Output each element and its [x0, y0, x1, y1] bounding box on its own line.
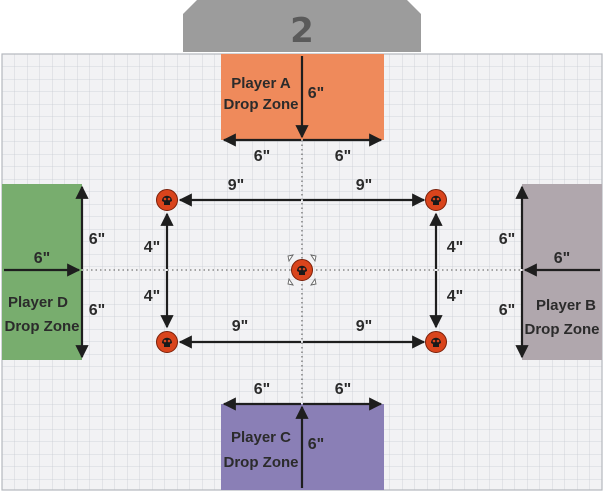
- mission-number: 2: [290, 11, 314, 51]
- left-bottom-4in-label: 4": [144, 288, 160, 305]
- objective-center-skull-icon: [287, 254, 317, 286]
- zone-a-line2: Drop Zone: [224, 96, 299, 113]
- zone-c-half-left-label: 6": [254, 381, 270, 398]
- zone-d-depth-label: 6": [34, 250, 50, 267]
- bottom-left-9in-label: 9": [232, 318, 248, 335]
- zone-b-half-bottom-label: 6": [499, 302, 515, 319]
- zone-b-half-top-label: 6": [499, 231, 515, 248]
- right-top-4in-label: 4": [447, 239, 463, 256]
- objective-bottom-right-skull-icon: [425, 331, 447, 353]
- zone-d-line2: Drop Zone: [5, 318, 80, 335]
- zone-c-depth-label: 6": [308, 436, 324, 453]
- objective-bottom-left-skull-icon: [156, 331, 178, 353]
- zone-a-half-left-label: 6": [254, 148, 270, 165]
- zone-d-line1: Player D: [8, 294, 68, 311]
- bottom-right-9in-label: 9": [356, 318, 372, 335]
- zone-d-half-bottom-label: 6": [89, 302, 105, 319]
- zone-b-line1: Player B: [536, 297, 596, 314]
- objective-top-left-skull-icon: [156, 189, 178, 211]
- zone-a-half-right-label: 6": [335, 148, 351, 165]
- zone-c-half-right-label: 6": [335, 381, 351, 398]
- left-top-4in-label: 4": [144, 239, 160, 256]
- zone-d-half-top-label: 6": [89, 231, 105, 248]
- top-right-9in-label: 9": [356, 177, 372, 194]
- top-left-9in-label: 9": [228, 177, 244, 194]
- zone-a-depth-label: 6": [308, 85, 324, 102]
- zone-a-line1: Player A: [231, 75, 291, 92]
- zone-b-line2: Drop Zone: [525, 321, 600, 338]
- zone-c-line1: Player C: [231, 429, 291, 446]
- zone-c-line2: Drop Zone: [224, 454, 299, 471]
- objective-top-right-skull-icon: [425, 189, 447, 211]
- zone-b-depth-label: 6": [554, 250, 570, 267]
- right-bottom-4in-label: 4": [447, 288, 463, 305]
- mission-tab: [183, 0, 421, 52]
